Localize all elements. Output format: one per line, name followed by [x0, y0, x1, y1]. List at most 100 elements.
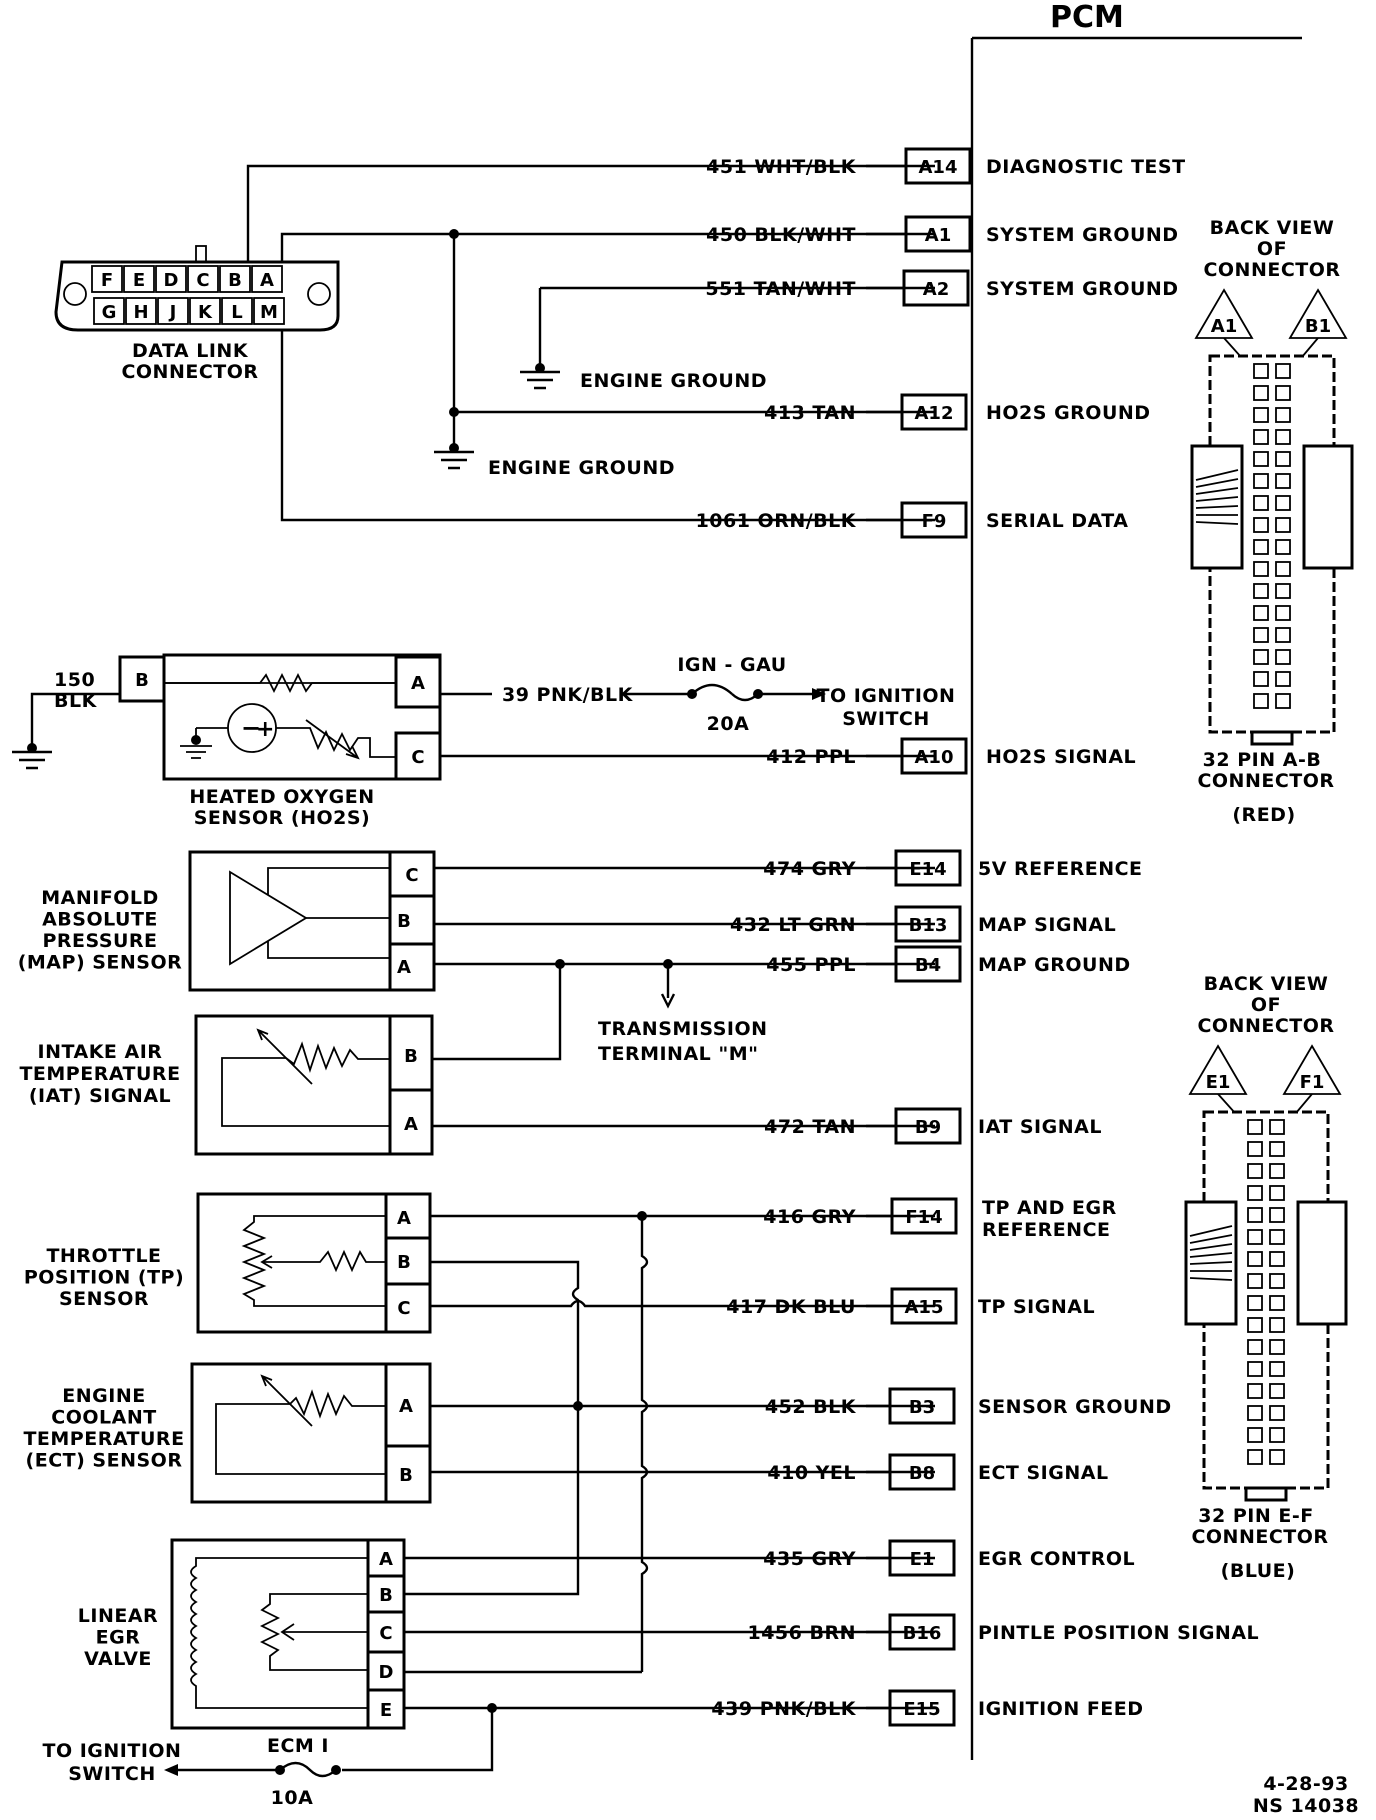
- back-view-label: CONNECTOR: [1203, 259, 1340, 281]
- dlc-pin: B: [228, 270, 242, 291]
- pcm-title: PCM: [1050, 0, 1124, 35]
- pcm-function-label-2: REFERENCE: [982, 1219, 1111, 1241]
- back-view-label: BACK VIEW: [1210, 217, 1335, 239]
- map-label-line: MANIFOLD: [41, 887, 159, 909]
- ho2s-feed-wire: 39 PNK/BLK: [502, 684, 634, 706]
- pcm-pin-label: B13: [909, 915, 948, 936]
- splice-dot: [449, 407, 459, 417]
- pcm-function-label: MAP SIGNAL: [978, 914, 1116, 936]
- connector-pin-callout: E1: [1206, 1072, 1231, 1093]
- dlc-pin: D: [164, 270, 179, 291]
- to-ignition-label-3: TO IGNITION: [43, 1740, 182, 1762]
- wire-150-blk: [30, 692, 120, 748]
- wire-417-dk-blu: [430, 1299, 935, 1308]
- iat-label-line: TEMPERATURE: [19, 1063, 180, 1085]
- pcm-function-label: HO2S GROUND: [986, 402, 1151, 424]
- map-pin-c: C: [405, 865, 418, 886]
- wire-a1: [280, 232, 935, 262]
- svg-text:−: −: [241, 714, 261, 742]
- engine-ground-symbol-1: [520, 363, 560, 390]
- ecm-i-fuse-rating: 10A: [271, 1787, 314, 1809]
- dlc-label-1: DATA LINK: [132, 340, 249, 362]
- pcm-function-label: EGR CONTROL: [978, 1548, 1135, 1570]
- ho2s-pin-b: B: [135, 670, 149, 691]
- ect-pin-a: A: [399, 1396, 413, 1417]
- wire-f9: [280, 330, 935, 522]
- back-view-label: OF: [1251, 994, 1281, 1016]
- arrow-icon: [660, 993, 676, 1009]
- ecm-i-fuse-symbol: [164, 1761, 341, 1778]
- pcm-pin-label: B9: [915, 1117, 941, 1138]
- ho2s-label-2: SENSOR (HO2S): [194, 807, 370, 829]
- map-label-line: PRESSURE: [42, 930, 157, 952]
- pcm-pin-label: B8: [909, 1463, 935, 1484]
- pcm-pin-label: E15: [903, 1699, 940, 1720]
- dlc-pin: M: [260, 302, 278, 323]
- tp-label-line: SENSOR: [59, 1288, 149, 1310]
- ecm-i-fuse-name: ECM I: [267, 1735, 329, 1757]
- pcm-function-label: SERIAL DATA: [986, 510, 1128, 532]
- pcm-pin-label: E1: [910, 1549, 935, 1570]
- dlc-pin: G: [102, 302, 117, 323]
- tp-label-line: POSITION (TP): [24, 1267, 184, 1289]
- connector-color: (BLUE): [1221, 1560, 1296, 1582]
- pcm-function-label: IGNITION FEED: [978, 1698, 1144, 1720]
- dlc-label-2: CONNECTOR: [121, 361, 258, 383]
- connector-name: 32 PIN E-F: [1198, 1505, 1313, 1527]
- pcm-function-label: DIAGNOSTIC TEST: [986, 156, 1186, 178]
- map-label-line: ABSOLUTE: [42, 909, 158, 931]
- trans-terminal-2: TERMINAL "M": [598, 1043, 759, 1065]
- egr-pin-a: A: [379, 1549, 393, 1570]
- ho2s-label-1: HEATED OXYGEN: [189, 786, 374, 808]
- egr-label-line: VALVE: [84, 1648, 152, 1670]
- pcm-pin-label: F14: [905, 1207, 942, 1228]
- dlc-pin: F: [101, 270, 113, 291]
- egr-pin-b: B: [379, 1585, 393, 1606]
- pcm-pin-label: A12: [915, 403, 954, 424]
- ign-gau-fuse-rating: 20A: [707, 713, 750, 735]
- pcm-function-label: PINTLE POSITION SIGNAL: [978, 1622, 1259, 1644]
- iat-label-line: INTAKE AIR: [38, 1041, 163, 1063]
- pcm-pin-label: A15: [905, 1297, 944, 1318]
- pcm-function-label: IAT SIGNAL: [978, 1116, 1102, 1138]
- wire-ign-feed-down: [342, 1708, 494, 1772]
- ect-label-line: ENGINE: [62, 1385, 145, 1407]
- pcm-function-label: SENSOR GROUND: [978, 1396, 1172, 1418]
- pcm-function-label: MAP GROUND: [978, 954, 1131, 976]
- pcm-pin-label: A10: [915, 747, 954, 768]
- tp-pin-c: C: [397, 1298, 410, 1319]
- ho2s-ground-wire-num: 150: [54, 669, 95, 691]
- pcm-pin-label: A1: [925, 225, 951, 246]
- dlc-pin: H: [133, 302, 148, 323]
- linear-egr-valve: A B C D E: [170, 1538, 406, 1730]
- footer-ref: NS 14038: [1253, 1795, 1359, 1817]
- ect-label-line: (ECT) SENSOR: [26, 1450, 183, 1472]
- back-view-label: CONNECTOR: [1197, 1015, 1334, 1037]
- dlc-pin: A: [260, 270, 274, 291]
- pcm-pin-label: B3: [909, 1397, 935, 1418]
- pcm-function-label: ECT SIGNAL: [978, 1462, 1109, 1484]
- footer-date: 4-28-93: [1263, 1773, 1348, 1795]
- engine-ground-label-1: ENGINE GROUND: [580, 370, 767, 392]
- egr-label-line: LINEAR: [78, 1605, 158, 1627]
- ho2s-sensor: B A C − + HEATED OXYGEN SENSOR (HO2S): [118, 653, 442, 829]
- egr-label-line: EGR: [96, 1627, 141, 1649]
- pcm-function-label: 5V REFERENCE: [978, 858, 1143, 880]
- connector-name: 32 PIN A-B: [1203, 749, 1322, 771]
- back-view-label: BACK VIEW: [1204, 973, 1329, 995]
- iat-pin-b: B: [404, 1046, 418, 1067]
- connector-name: CONNECTOR: [1191, 1526, 1328, 1548]
- map-pin-a: A: [397, 957, 411, 978]
- map-pin-b: B: [397, 911, 411, 932]
- map-sensor: C B A: [188, 850, 436, 992]
